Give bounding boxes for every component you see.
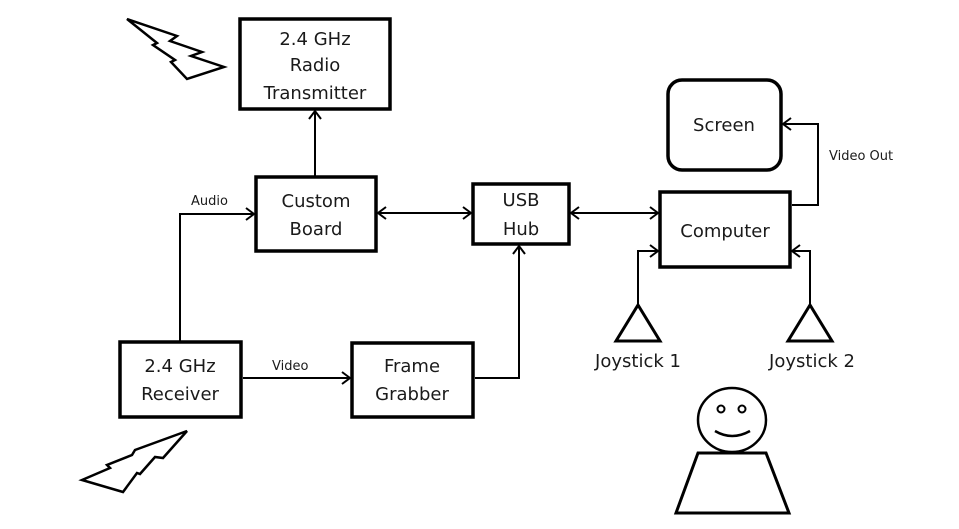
person-icon xyxy=(673,386,792,515)
node-label: Screen xyxy=(693,115,755,136)
person-body xyxy=(673,451,792,515)
joystick-label: Joystick 2 xyxy=(768,351,855,372)
node-usb-hub: USB Hub xyxy=(471,182,571,246)
node-label: Custom xyxy=(282,191,351,212)
node-joystick2: Joystick 2 xyxy=(768,302,855,372)
edge-label-audio: Audio xyxy=(191,194,228,209)
edge-grabber-hub xyxy=(475,244,526,379)
node-label: Grabber xyxy=(375,384,449,405)
edge-label-video-out: Video Out xyxy=(829,149,893,164)
node-label: 2.4 GHz xyxy=(144,356,215,377)
joystick-icon xyxy=(785,302,835,343)
person-eye-right xyxy=(737,404,747,414)
node-transmitter: 2.4 GHz Radio Transmitter xyxy=(238,17,392,111)
node-label: Transmitter xyxy=(263,83,367,104)
edge-label-video: Video xyxy=(272,359,308,374)
node-custom-board: Custom Board xyxy=(254,175,378,253)
node-label: Computer xyxy=(680,221,770,242)
node-screen: Screen xyxy=(666,78,783,172)
node-label: Board xyxy=(290,219,343,240)
edge-joystick1 xyxy=(637,244,660,305)
edge-board-hub xyxy=(376,206,473,220)
edge-hub-computer xyxy=(569,206,660,220)
edge-video-out xyxy=(781,117,819,206)
node-label: USB xyxy=(503,190,540,211)
node-label: Radio xyxy=(290,55,341,76)
node-joystick1: Joystick 1 xyxy=(594,302,681,372)
edge-video xyxy=(243,371,352,385)
lightning-bolt-icon xyxy=(126,17,229,81)
joystick-label: Joystick 1 xyxy=(594,351,681,372)
joystick-icon xyxy=(613,302,663,343)
edge-joystick2 xyxy=(790,244,811,305)
lightning-bolt-icon xyxy=(78,429,188,494)
person-eye-left xyxy=(716,404,726,414)
person-smile xyxy=(714,429,751,438)
node-label: Frame xyxy=(384,356,440,377)
node-label: Hub xyxy=(503,219,539,240)
person-head xyxy=(696,386,768,454)
node-label: Receiver xyxy=(141,384,219,405)
node-label: 2.4 GHz xyxy=(279,29,350,50)
node-receiver: 2.4 GHz Receiver xyxy=(118,340,243,419)
edge-board-to-transmitter xyxy=(308,109,322,177)
node-computer: Computer xyxy=(658,190,792,269)
node-frame-grabber: Frame Grabber xyxy=(350,341,475,419)
edge-audio xyxy=(179,207,256,342)
